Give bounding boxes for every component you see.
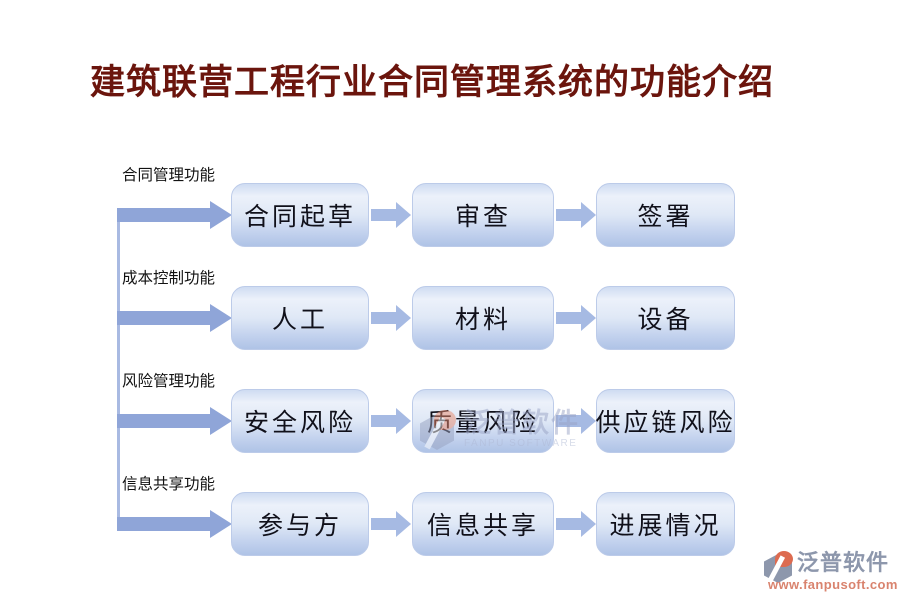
arrow-shaft: [556, 518, 581, 530]
arrow-shaft: [371, 312, 396, 324]
arrow-shaft: [556, 415, 581, 427]
brand-logo: 泛普软件 www.fanpusoft.com: [764, 550, 898, 594]
flow-box-supply-chain-risk: 供应链风险: [596, 389, 735, 453]
flow-box-review: 审查: [412, 183, 554, 247]
arrow-shaft: [556, 312, 581, 324]
flow-arrow-icon: [371, 408, 411, 434]
flow-box-contract-drafting: 合同起草: [231, 183, 369, 247]
connector-rail: [117, 209, 120, 531]
flow-arrow-icon: [556, 511, 596, 537]
flow-box-equipment: 设备: [596, 286, 735, 350]
arrow-shaft: [371, 209, 396, 221]
brand-name: 泛普软件: [797, 550, 890, 575]
arrow-head: [396, 305, 411, 331]
flow-box-safety-risk: 安全风险: [231, 389, 369, 453]
flow-box-participants: 参与方: [231, 492, 369, 556]
flow-box-signing: 签署: [596, 183, 735, 247]
rail-arrow-icon: [117, 304, 232, 332]
arrow-head: [581, 408, 596, 434]
flow-box-quality-risk: 质量风险: [412, 389, 554, 453]
flow-arrow-icon: [371, 511, 411, 537]
brand-url: www.fanpusoft.com: [768, 577, 898, 592]
arrow-shaft: [556, 209, 581, 221]
row-label-risk-management: 风险管理功能: [122, 373, 216, 390]
row-label-cost-control: 成本控制功能: [122, 270, 216, 287]
flow-arrow-icon: [371, 305, 411, 331]
arrow-shaft: [371, 518, 396, 530]
flow-box-progress: 进展情况: [596, 492, 735, 556]
rail-arrow-icon: [117, 510, 232, 538]
arrow-head: [396, 408, 411, 434]
row-label-info-sharing: 信息共享功能: [122, 476, 216, 493]
rail-arrow-icon: [117, 407, 232, 435]
arrow-head: [581, 511, 596, 537]
page-title: 建筑联营工程行业合同管理系统的功能介绍: [90, 63, 775, 102]
arrow-head: [581, 305, 596, 331]
rail-arrow-icon: [117, 201, 232, 229]
arrow-head: [210, 407, 232, 435]
arrow-head: [210, 201, 232, 229]
flow-arrow-icon: [556, 202, 596, 228]
flow-box-material: 材料: [412, 286, 554, 350]
arrow-head: [581, 202, 596, 228]
arrow-shaft: [117, 517, 210, 531]
arrow-shaft: [371, 415, 396, 427]
arrow-head: [396, 511, 411, 537]
arrow-shaft: [117, 208, 210, 222]
flow-box-labor: 人工: [231, 286, 369, 350]
fanpu-logo-icon: [764, 551, 794, 584]
arrow-head: [210, 304, 232, 332]
arrow-shaft: [117, 414, 210, 428]
flow-arrow-icon: [556, 408, 596, 434]
flow-arrow-icon: [556, 305, 596, 331]
arrow-shaft: [117, 311, 210, 325]
flow-box-info-sharing: 信息共享: [412, 492, 554, 556]
flow-arrow-icon: [371, 202, 411, 228]
row-label-contract-management: 合同管理功能: [122, 167, 216, 184]
arrow-head: [396, 202, 411, 228]
arrow-head: [210, 510, 232, 538]
